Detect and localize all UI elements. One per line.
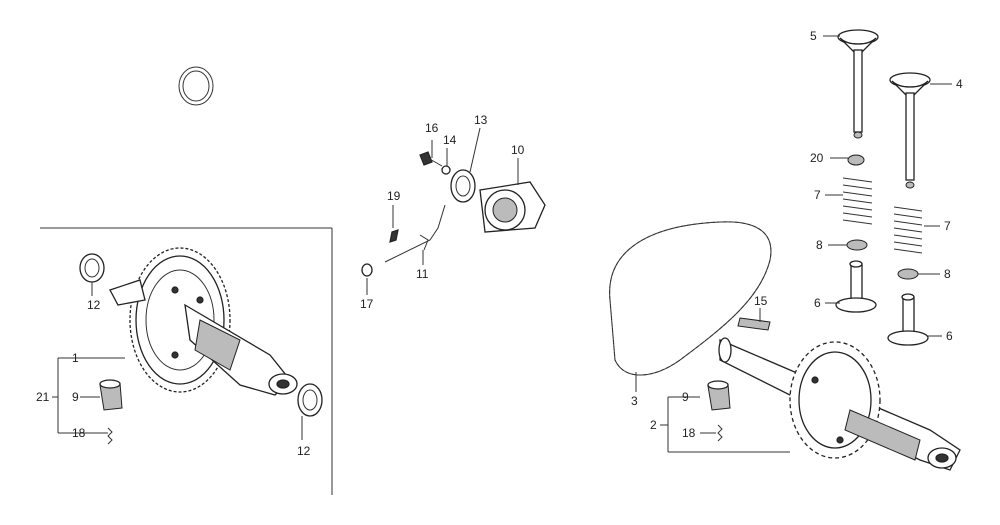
key-15 [737, 317, 771, 331]
spring-left [107, 427, 113, 445]
decompressor-weight-left [99, 379, 123, 411]
camshaft-gear-assembly [109, 247, 298, 396]
washer-12-top [79, 253, 105, 283]
callout-13: 13 [474, 113, 488, 127]
callout-15: 15 [754, 294, 768, 308]
spring-7-left [842, 177, 873, 225]
lever-11 [384, 204, 446, 263]
callout-18-right: 18 [682, 426, 696, 440]
seat-8-right [897, 268, 919, 280]
washer-13 [450, 169, 476, 203]
callout-8-right: 8 [944, 267, 951, 281]
washer-14 [441, 165, 451, 175]
group-frame [40, 227, 333, 495]
seat-8-left [846, 239, 868, 251]
callout-10: 10 [511, 143, 525, 157]
callout-8-left: 8 [816, 238, 823, 252]
tappet-6-right [887, 293, 929, 346]
leaders-center [366, 127, 519, 295]
callout-14: 14 [443, 133, 457, 147]
leaders-right [823, 35, 952, 337]
timing-chain [609, 221, 772, 376]
callout-9-right: 9 [682, 390, 689, 404]
callout-6-right: 6 [946, 329, 953, 343]
callout-2: 2 [650, 418, 657, 432]
camshaft-sprocket-assembly [718, 337, 961, 471]
callout-17: 17 [360, 297, 374, 311]
callout-16: 16 [425, 121, 439, 135]
callout-7-left: 7 [814, 188, 821, 202]
callout-18-left: 18 [72, 426, 86, 440]
retainer-20 [847, 154, 865, 166]
bearing-housing-10 [479, 181, 546, 233]
callout-21: 21 [36, 390, 50, 404]
washer-17 [361, 263, 373, 277]
callout-12-top: 12 [87, 298, 101, 312]
callout-3: 3 [631, 394, 638, 408]
bracket-21 [52, 357, 90, 434]
callout-5: 5 [810, 29, 817, 43]
callout-4: 4 [956, 77, 963, 91]
o-ring [178, 66, 214, 106]
washer-12-bottom [297, 383, 323, 417]
bolt-16 [419, 151, 443, 167]
leaders-left [80, 282, 303, 440]
bracket-2 [660, 396, 790, 453]
callout-19: 19 [387, 189, 401, 203]
callout-12-bottom: 12 [297, 444, 311, 458]
spring-7-right [893, 206, 923, 254]
pin-19 [389, 229, 399, 243]
valve-4 [889, 72, 931, 189]
callout-6-left: 6 [814, 296, 821, 310]
spring-right [717, 424, 723, 442]
callout-20: 20 [810, 151, 824, 165]
callout-9-left: 9 [72, 390, 79, 404]
callout-7-right: 7 [944, 219, 951, 233]
callout-11: 11 [416, 267, 429, 281]
tappet-6-left [835, 260, 877, 313]
valve-5 [837, 29, 879, 139]
callout-1: 1 [72, 351, 79, 365]
decompressor-weight-right [707, 380, 731, 411]
